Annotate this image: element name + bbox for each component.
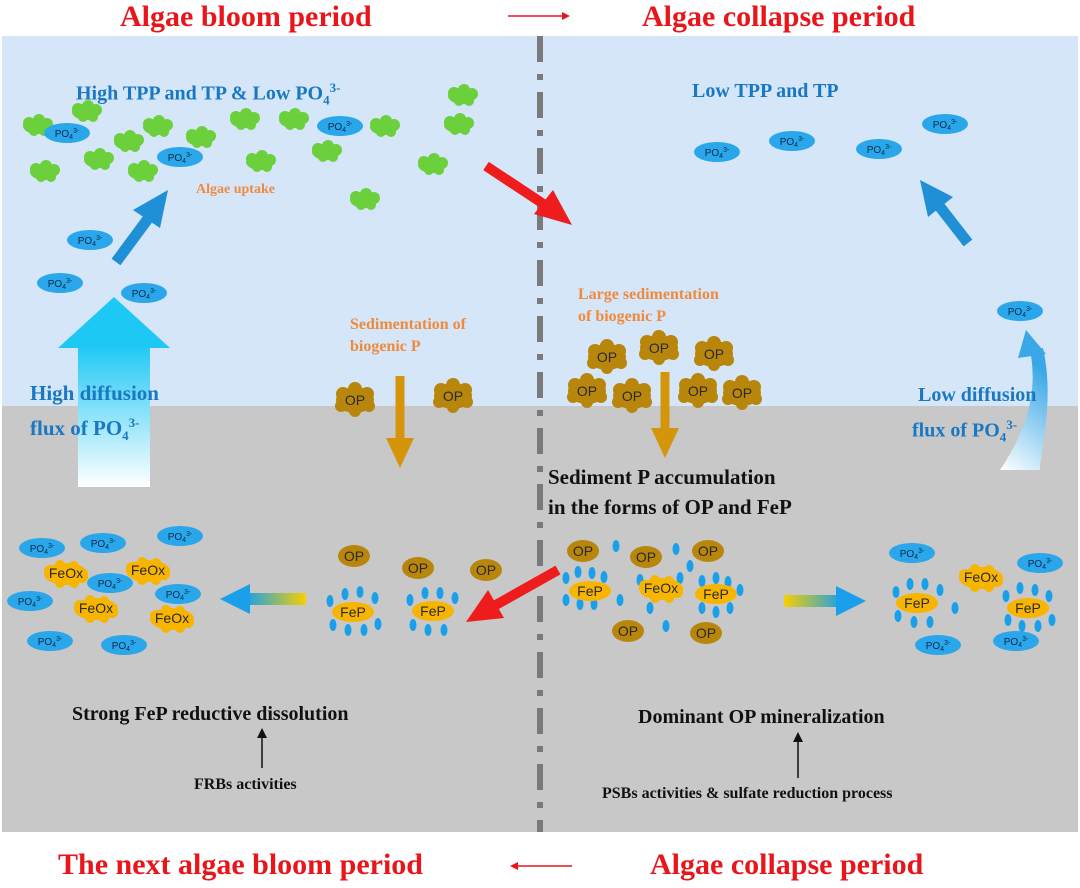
op-water-right: OP OP OP OP OP OP OP: [567, 330, 762, 413]
sedimentation-label-right: Large sedimentation of biogenic P: [578, 284, 719, 328]
right-process-label: Dominant OP mineralization: [638, 706, 885, 728]
sediment-accumulation-label: Sediment P accumulation in the forms of …: [548, 462, 792, 522]
left-process-label: Strong FeP reductive dissolution: [72, 703, 349, 725]
svg-text:OP: OP: [573, 543, 593, 559]
sediment-right-cluster: FeP FeP FeOx PO43- PO43- PO43- PO43-: [889, 543, 1063, 655]
header-algae-collapse-bottom: Algae collapse period: [650, 848, 924, 881]
svg-text:FeOx: FeOx: [49, 565, 83, 581]
algae-uptake-label: Algae uptake: [196, 182, 275, 197]
header-arrow-left: [510, 862, 572, 870]
svg-text:FeP: FeP: [420, 603, 446, 619]
release-arrow: [920, 180, 973, 247]
svg-text:OP: OP: [688, 383, 708, 399]
svg-text:FeP: FeP: [577, 583, 603, 599]
high-diffusion-label-line1: High diffusion: [30, 381, 159, 405]
low-diffusion-sub: 4: [999, 429, 1007, 445]
svg-text:OP: OP: [696, 625, 716, 641]
sedimentation-label-right-line1: Large sedimentation: [578, 286, 719, 303]
op-water-left: OP OP: [335, 378, 473, 417]
high-diffusion-label-line2: flux of PO43-: [30, 408, 159, 451]
svg-text:OP: OP: [408, 560, 428, 576]
svg-text:OP: OP: [345, 392, 365, 408]
sediment-accumulation-cluster: OP OP OP OP OP FeP FeOx FeP: [562, 540, 744, 644]
sediment-accumulation-line1: Sediment P accumulation: [548, 465, 776, 489]
low-diffusion-label: Low diffusion flux of PO43-: [912, 380, 1036, 453]
header-next-bloom: The next algae bloom period: [58, 848, 423, 881]
svg-text:FeOx: FeOx: [964, 569, 998, 585]
svg-text:OP: OP: [698, 543, 718, 559]
mineralization-arrow-right: [784, 586, 866, 616]
red-dissolution-arrow: [466, 565, 561, 622]
low-diffusion-label-line1: Low diffusion: [918, 384, 1037, 406]
svg-text:OP: OP: [636, 549, 656, 565]
right-driver-label: PSBs activities & sulfate reduction proc…: [602, 785, 893, 802]
sediment-accumulation-line2: in the forms of OP and FeP: [548, 495, 792, 519]
svg-text:OP: OP: [597, 349, 617, 365]
header-algae-collapse: Algae collapse period: [642, 0, 916, 33]
left-water-title-sup: 3-: [329, 80, 341, 95]
svg-text:OP: OP: [476, 562, 496, 578]
high-diffusion-label-text: flux of PO: [30, 416, 123, 440]
high-diffusion-arrow: [58, 297, 170, 487]
sediment-left-cluster: FeOx FeOx FeOx FeOx PO43- PO43- PO43- PO…: [7, 526, 203, 655]
svg-text:OP: OP: [704, 346, 724, 362]
low-diffusion-arrow: [1000, 330, 1048, 470]
svg-text:OP: OP: [618, 623, 638, 639]
po4-water-left: PO43- PO43- PO43- PO43- PO43- PO43-: [37, 116, 363, 303]
svg-text:FeP: FeP: [904, 595, 930, 611]
low-diffusion-label-line2: flux of PO43-: [912, 410, 1036, 453]
sedimentation-label-left: Sedimentation of biogenic P: [350, 314, 466, 358]
dissolution-arrow-left: [220, 584, 306, 614]
svg-text:FeOx: FeOx: [131, 562, 165, 578]
left-water-title-text: High TPP and TP & Low PO: [76, 82, 324, 105]
svg-text:OP: OP: [443, 388, 463, 404]
sedimentation-arrow-right: [651, 372, 679, 458]
sedimentation-label-right-line2: of biogenic P: [578, 308, 666, 325]
high-diffusion-sub: 4: [122, 428, 129, 444]
sedimentation-label-left-line2: biogenic P: [350, 338, 421, 355]
svg-text:FeP: FeP: [340, 604, 366, 620]
left-water-title: High TPP and TP & Low PO43-: [76, 80, 340, 109]
svg-text:OP: OP: [649, 340, 669, 356]
left-driver-label: FRBs activities: [194, 776, 297, 793]
svg-text:FeOx: FeOx: [155, 610, 189, 626]
low-diffusion-sup: 3-: [1006, 417, 1018, 432]
sedimentation-arrow-left: [386, 376, 414, 468]
left-water-title-sub: 4: [323, 92, 330, 108]
psbs-arrow: [793, 732, 803, 778]
right-water-title: Low TPP and TP: [692, 80, 839, 102]
svg-text:FeP: FeP: [703, 586, 729, 602]
header-arrow-right: [508, 12, 570, 20]
low-diffusion-label-text: flux of PO: [912, 419, 1000, 442]
svg-text:OP: OP: [732, 385, 752, 401]
svg-text:FeOx: FeOx: [644, 580, 678, 596]
svg-text:OP: OP: [577, 383, 597, 399]
svg-text:FeOx: FeOx: [79, 600, 113, 616]
algae-uptake-arrow: [111, 190, 168, 266]
frbs-arrow: [257, 728, 267, 768]
high-diffusion-label: High diffusion flux of PO43-: [30, 378, 159, 451]
high-diffusion-sup: 3-: [128, 415, 140, 430]
sedimentation-label-left-line1: Sedimentation of: [350, 316, 466, 333]
svg-text:FeP: FeP: [1015, 600, 1041, 616]
po4-water-right: PO43- PO43- PO43- PO43- PO43-: [694, 114, 1043, 321]
sediment-fep-left: OP OP OP FeP FeP: [326, 545, 502, 636]
svg-text:OP: OP: [622, 388, 642, 404]
header-algae-bloom: Algae bloom period: [120, 0, 372, 33]
red-transition-arrow: [483, 161, 572, 225]
svg-text:OP: OP: [344, 548, 364, 564]
